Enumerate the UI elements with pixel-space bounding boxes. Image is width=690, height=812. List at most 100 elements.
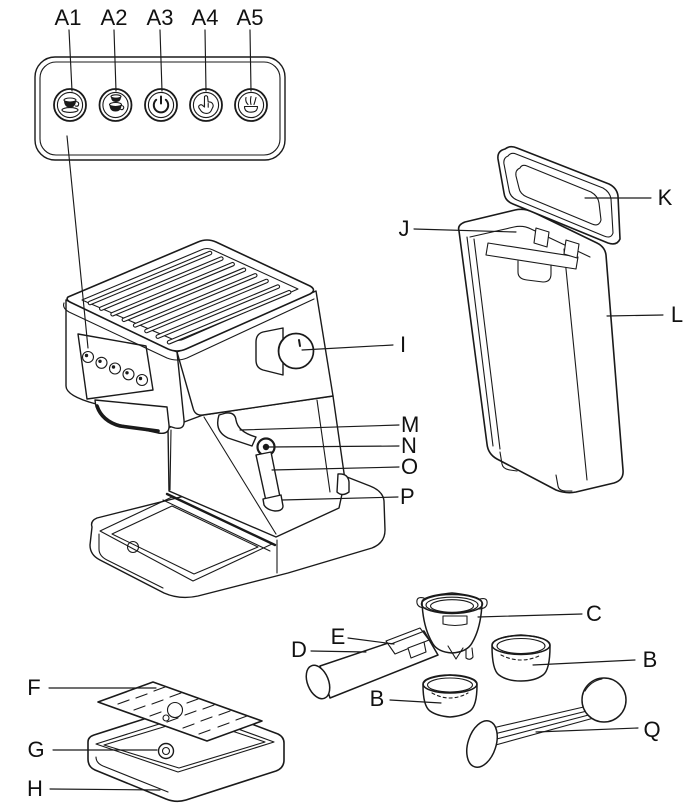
base-drain-hole <box>126 540 140 554</box>
tower-side-tab <box>336 473 350 496</box>
tank-body <box>457 208 624 494</box>
callout-label-a4: A4 <box>192 5 219 30</box>
callout-label-a5: A5 <box>237 5 264 30</box>
callout-label-e: E <box>331 624 346 649</box>
drip-recess-floor <box>111 505 259 575</box>
callout-box-inner <box>39 61 281 156</box>
machine-tower-illustration <box>167 395 350 538</box>
recess-rail-line <box>165 492 277 547</box>
callout-label-c: C <box>586 601 602 626</box>
front-button-panel <box>77 333 154 400</box>
group-head <box>94 399 172 491</box>
callout-label-k: K <box>658 185 673 210</box>
right-face <box>176 290 334 416</box>
tank-handle-bar <box>485 242 579 270</box>
holder-spout <box>447 645 474 660</box>
tray-ridges <box>87 250 292 345</box>
scoop-tamper-end <box>466 720 498 768</box>
holder-ears <box>416 597 488 610</box>
callout-label-a2: A2 <box>101 5 128 30</box>
leader-panel-link <box>66 135 89 349</box>
tank-lid <box>497 145 621 259</box>
panel-button-3 <box>108 362 122 375</box>
portafilter-illustration <box>305 592 627 768</box>
leader-m <box>239 424 400 431</box>
leader-l <box>606 314 664 317</box>
panel-button-5 <box>135 373 149 387</box>
callout-label-o: O <box>401 454 418 479</box>
callout-label-j: J <box>399 216 410 241</box>
callout-label-p: P <box>400 484 415 509</box>
steam-icon <box>234 88 268 122</box>
drip-tray-grid <box>97 681 263 742</box>
callout-label-q: Q <box>643 717 660 742</box>
lid-hinge-tab-1 <box>533 227 550 248</box>
tank-left-grooves <box>466 236 501 450</box>
leader-p <box>281 496 399 501</box>
grid-slots <box>117 686 248 735</box>
callout-label-a3: A3 <box>147 5 174 30</box>
steam-pipe-joint <box>216 412 257 447</box>
panel-button-4 <box>122 368 135 381</box>
filter-basket-small <box>422 674 478 718</box>
steam-wand-illustration <box>216 412 284 512</box>
tank-feet <box>499 451 573 492</box>
panel-button-2 <box>95 356 108 369</box>
leader-a5 <box>249 29 252 92</box>
callout-label-a1: A1 <box>55 5 82 30</box>
tower-side-line <box>316 399 331 493</box>
leader-lines <box>48 29 664 791</box>
wand-nut-center <box>262 443 270 451</box>
drip-tray-illustration <box>87 681 285 803</box>
double-cup-icon <box>98 88 133 122</box>
callout-label-b-upper: B <box>643 647 658 672</box>
filter-basket-large <box>491 634 551 682</box>
callout-label-h: H <box>27 776 43 801</box>
leader-c <box>477 613 583 618</box>
callout-label-m: M <box>401 412 419 437</box>
leader-d <box>310 650 367 653</box>
leader-n <box>268 445 400 448</box>
callout-label-f: F <box>27 675 40 700</box>
panel-button-1 <box>81 350 95 364</box>
callout-label-l: L <box>671 302 683 327</box>
manual-brew-hand-icon <box>189 88 223 122</box>
leader-i <box>301 344 394 351</box>
tower-corner-line <box>203 416 277 535</box>
callout-label-d: D <box>291 637 307 662</box>
tank-valve-cutout <box>517 260 552 283</box>
lid-hinge-tab-2 <box>563 239 580 259</box>
grid-hole <box>166 701 184 719</box>
tank-corner-line <box>563 248 588 481</box>
wand-tip <box>262 494 284 512</box>
control-panel-callout <box>34 56 286 161</box>
leader-a2 <box>113 29 117 92</box>
leader-a1 <box>68 29 73 92</box>
scoop-bowl <box>581 677 627 723</box>
leader-e <box>347 637 395 645</box>
handle-end-cap <box>305 664 331 700</box>
knob-indicator-mark <box>298 339 301 347</box>
tray-rim-inner-2 <box>103 717 266 769</box>
water-tank-illustration <box>457 145 624 494</box>
leader-a3 <box>159 29 163 92</box>
leader-j <box>413 228 517 233</box>
steam-knob <box>255 327 315 376</box>
recess-rail-line-2 <box>162 499 271 552</box>
callout-label-b-lower: B <box>370 686 385 711</box>
callout-box-outer <box>34 56 286 161</box>
leader-a4 <box>204 29 207 92</box>
measuring-scoop <box>466 677 627 768</box>
callout-label-g: G <box>27 737 44 762</box>
tank-rim-inner <box>469 225 591 258</box>
single-cup-icon <box>53 88 87 122</box>
leader-o <box>271 466 400 471</box>
filter-clip <box>385 627 430 659</box>
callout-label-n: N <box>401 433 417 458</box>
base-rim-thickness <box>98 533 164 589</box>
leader-h <box>49 788 161 791</box>
leader-q <box>535 727 639 733</box>
callout-label-i: I <box>400 332 406 357</box>
